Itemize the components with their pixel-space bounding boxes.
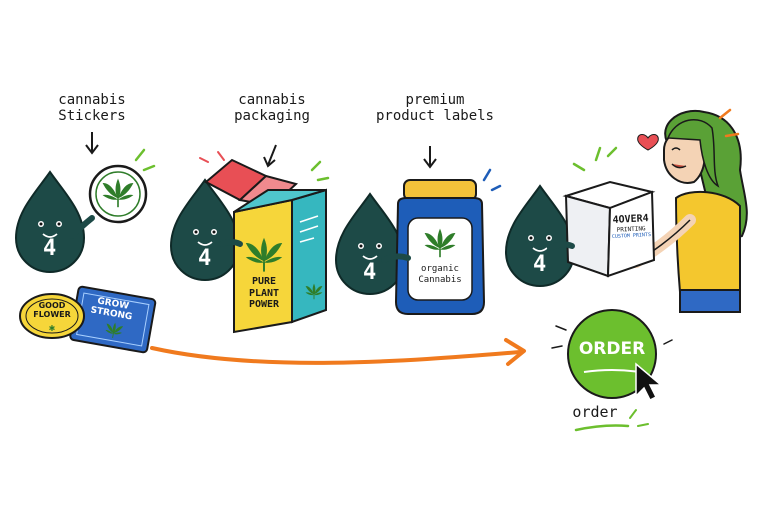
round-sticker	[88, 164, 148, 224]
box-text: PURE PLANT POWER	[238, 276, 290, 311]
jar	[394, 179, 486, 315]
label-stickers: cannabis Stickers	[42, 92, 142, 124]
cursor-icon	[635, 362, 664, 402]
mascot-number-1: 4	[43, 236, 57, 261]
label-packaging-line2: packaging	[234, 108, 310, 125]
packaging-box	[204, 158, 327, 334]
jar-text: organic Cannabis	[408, 264, 472, 286]
label-product-labels: premium product labels	[370, 92, 500, 124]
label-stickers-line1: cannabis	[58, 92, 126, 108]
mascot-number-3: 4	[363, 260, 377, 285]
label-packaging: cannabis packaging	[212, 92, 332, 124]
box-text-line1: PURE	[251, 276, 277, 287]
woman	[630, 109, 748, 313]
label-stickers-line2: Stickers	[58, 108, 126, 125]
good-flower-sticker: ✱	[19, 293, 85, 339]
jar-text-line1: organic	[421, 264, 459, 274]
good-flower-text: GOOD FLOWER	[26, 301, 78, 320]
heart-icon	[637, 133, 659, 151]
good-flower-line1: GOOD	[38, 301, 66, 310]
svg-text:✱: ✱	[49, 324, 56, 333]
flow-arrow	[150, 346, 522, 365]
label-product-labels-line1: premium	[405, 92, 465, 108]
good-flower-line2: FLOWER	[33, 309, 71, 319]
mascot-number-4: 4	[533, 252, 547, 277]
box-text-line3: POWER	[248, 299, 280, 310]
label-packaging-line1: cannabis	[238, 92, 306, 108]
order-button-graphic	[567, 309, 657, 399]
order-caption: order	[572, 403, 618, 421]
jar-text-line2: Cannabis	[418, 274, 462, 285]
mascot-number-2: 4	[198, 246, 212, 271]
shipping-box-text: 4OVER4 PRINTING CUSTOM PRINTS	[607, 213, 654, 241]
order-button[interactable]: ORDER	[578, 339, 646, 359]
shipping-box	[562, 180, 656, 278]
label-product-labels-line2: product labels	[375, 108, 494, 125]
box-text-line2: PLANT	[248, 287, 280, 299]
